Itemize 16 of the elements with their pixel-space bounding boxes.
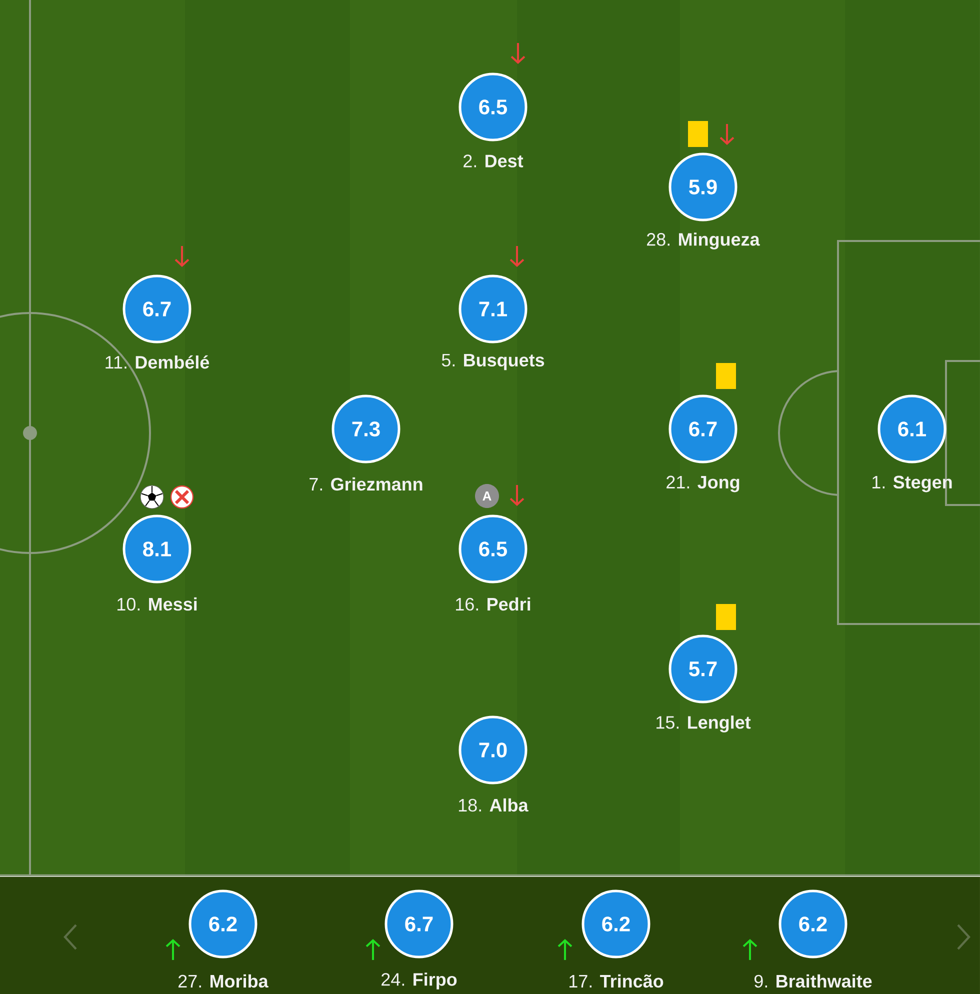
player-name: 1. Stegen [872, 476, 952, 492]
player-name: 11. Dembélé [106, 355, 210, 369]
player-name: 10. Messi [118, 597, 197, 611]
player-name: 5. Busquets [442, 354, 544, 370]
player-name: 7. Griezmann [310, 477, 422, 491]
player-name: 28. Mingueza [647, 232, 760, 250]
player-name: 9. Braithwaite [754, 974, 872, 988]
player-name: 21. Jong [666, 476, 740, 492]
player-name: 24. Firpo [382, 972, 457, 990]
player-name: 15. Lenglet [656, 716, 751, 732]
player-name: 2. Dest [464, 154, 524, 168]
player-name: 27. Moriba [178, 974, 268, 988]
player-name: 18. Alba [458, 798, 528, 812]
assist-badge: A [475, 484, 499, 508]
player-name: 16. Pedri [456, 597, 530, 611]
player-name: 17. Trincão [570, 974, 664, 988]
